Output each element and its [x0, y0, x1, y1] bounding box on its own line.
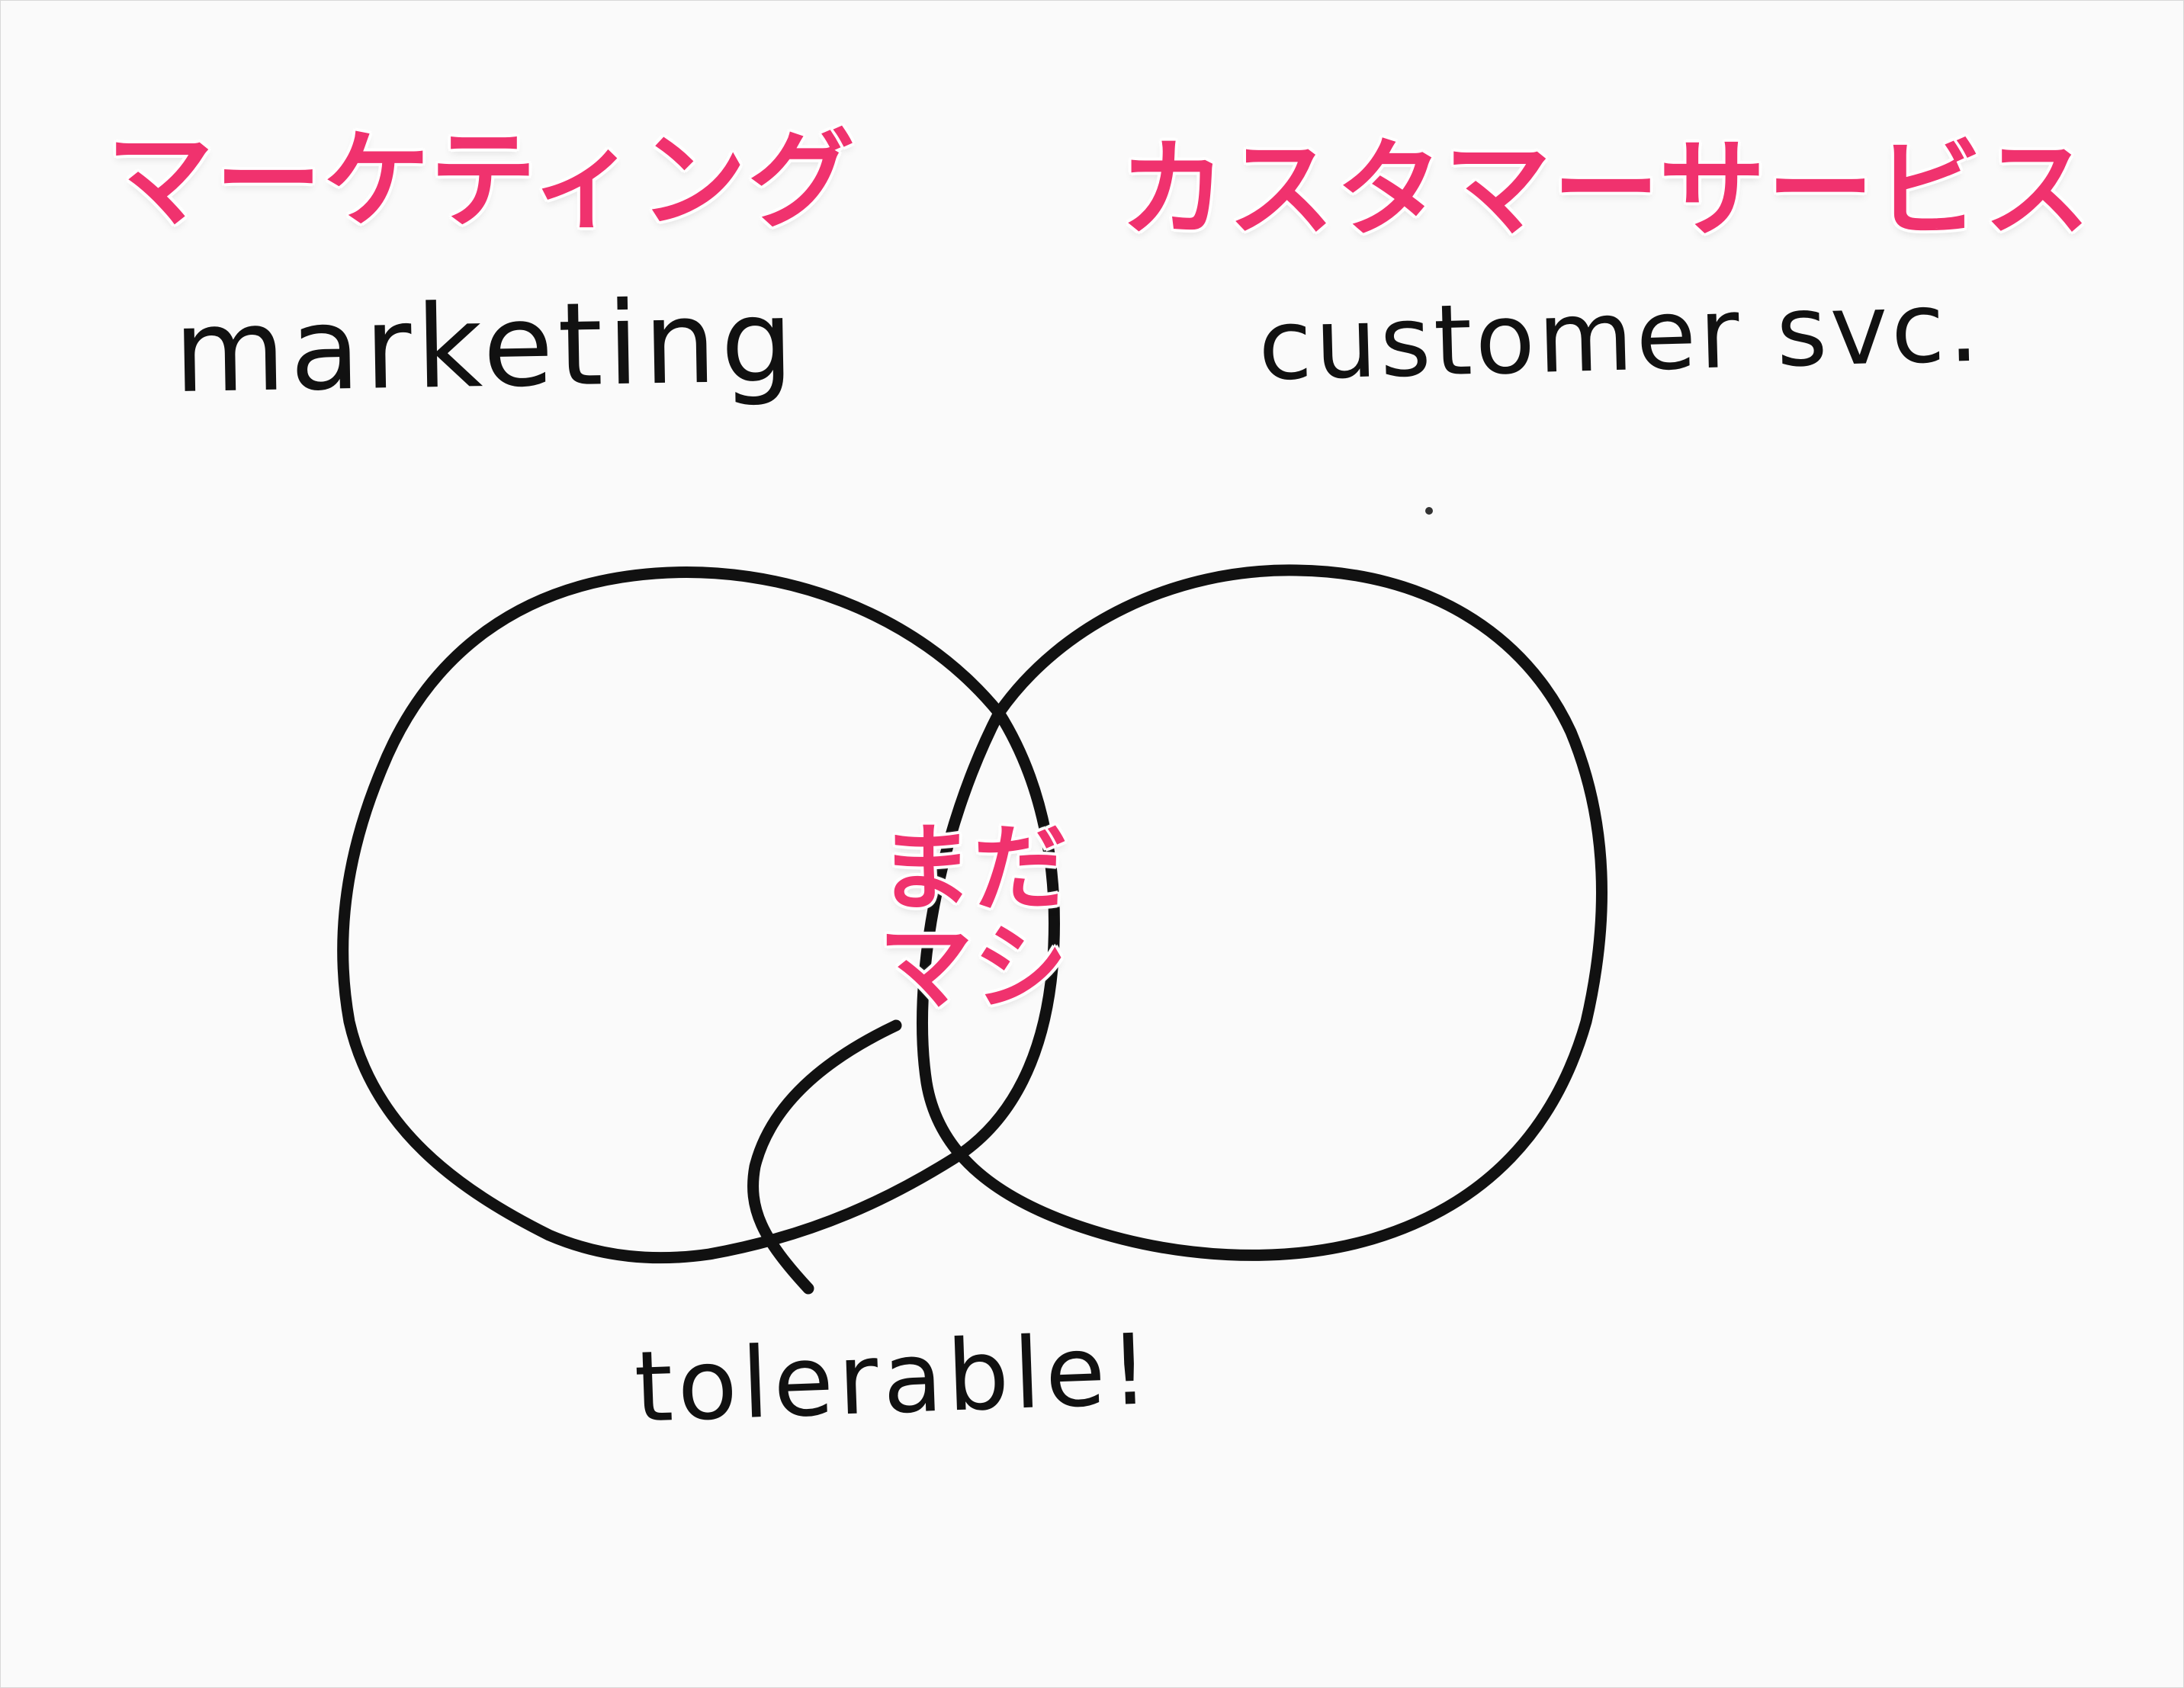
- customer-service-circle: [917, 564, 1607, 1261]
- overlap-label-jp: まだ マシ: [878, 814, 1068, 1024]
- tolerable-pointer-line: [747, 1019, 902, 1295]
- overlap-label-handwritten: tolerable!: [632, 1313, 1156, 1445]
- customer-service-label-handwritten: customer svc.: [1257, 270, 1983, 403]
- marketing-circle: [337, 566, 1060, 1264]
- marketing-label-jp: マーケティング: [107, 119, 856, 243]
- paper-speck: [1425, 507, 1433, 515]
- marketing-label-handwritten: marketing: [172, 274, 799, 419]
- customer-service-label-jp: カスタマーサービス: [1119, 128, 2092, 252]
